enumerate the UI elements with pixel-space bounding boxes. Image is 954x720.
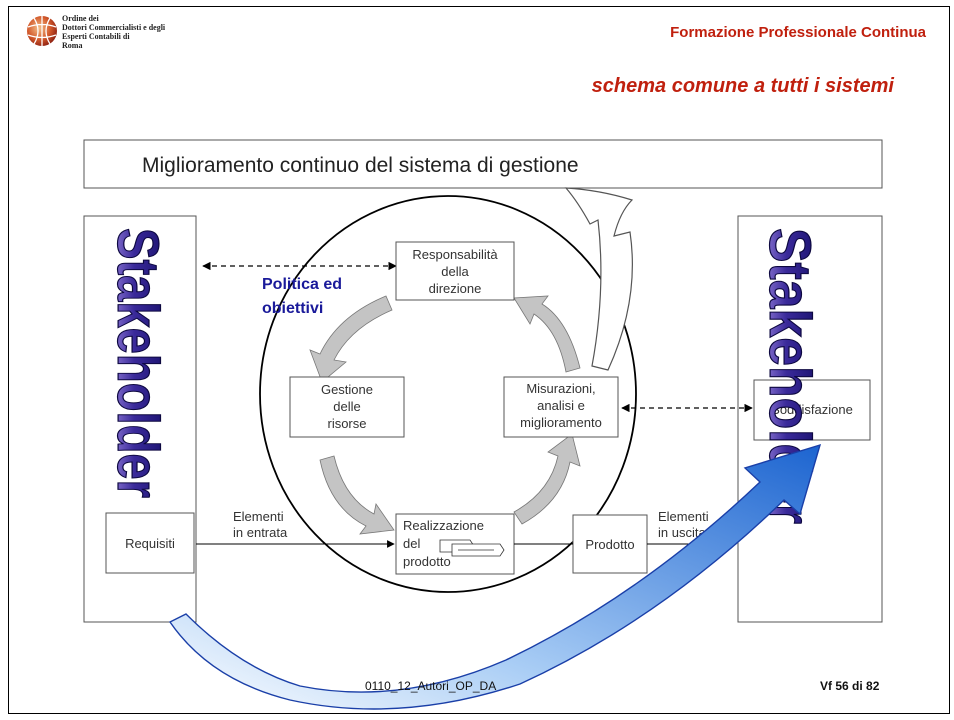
org-globe-icon <box>27 16 57 46</box>
top-banner-box <box>83 139 883 189</box>
gest-line3: risorse <box>327 416 366 431</box>
prodotto-box <box>572 514 648 574</box>
politica-line1: Politica ed <box>262 276 342 293</box>
prodotto-text: Prodotto <box>585 537 634 552</box>
cycle-arrow-bottom-left <box>319 455 395 535</box>
requisiti-box <box>105 512 195 574</box>
header-title: Formazione Professionale Continua <box>670 24 926 41</box>
out-line1: Elementi <box>658 509 709 524</box>
org-line2: Dottori Commercialisti e degli <box>62 23 166 32</box>
gestione-box <box>289 376 405 438</box>
org-logo-block: Ordine dei Dottori Commercialisti e degl… <box>26 14 165 50</box>
footer-page-number: Vf 56 di 82 <box>820 679 880 693</box>
soddisfazione-text: Soddisfazione <box>771 402 853 417</box>
mis-line1: Misurazioni, <box>526 381 595 396</box>
header-subtitle: schema comune a tutti i sistemi <box>591 75 894 97</box>
gest-line1: Gestione <box>321 382 373 397</box>
org-line3: Esperti Contabili di <box>62 32 130 41</box>
real-line3: prodotto <box>403 554 451 569</box>
gest-line2: delle <box>333 399 360 414</box>
in-line1: Elementi <box>233 509 284 524</box>
org-line1: Ordine dei <box>62 14 99 23</box>
mis-line2: analisi e <box>537 398 585 413</box>
politica-line2: obiettivi <box>262 300 323 317</box>
customer-satisfaction-arrow <box>168 443 822 710</box>
out-line2: in uscita <box>658 525 706 540</box>
mis-line3: miglioramento <box>520 415 602 430</box>
footer-filename: 0110_12_Autori_OP_DA <box>365 679 497 693</box>
real-line1: Realizzazione <box>403 518 484 533</box>
org-line4: Roma <box>62 41 83 50</box>
real-line2: del <box>403 536 420 551</box>
stakeholder-left-text: Stakeholder <box>105 228 170 498</box>
soddisfazione-box <box>753 379 871 441</box>
misurazioni-box <box>503 376 619 438</box>
resp-line2: della <box>441 264 469 279</box>
responsabilita-box <box>395 241 515 301</box>
cycle-arrow-top-right <box>513 295 581 373</box>
in-line2: in entrata <box>233 525 288 540</box>
requisiti-text: Requisiti <box>125 536 175 551</box>
resp-line1: Responsabilità <box>412 247 498 262</box>
top-banner-text: Miglioramento continuo del sistema di ge… <box>142 154 579 177</box>
improvement-arrow <box>564 187 634 371</box>
resp-line3: direzione <box>429 281 482 296</box>
process-flow-icon <box>439 539 505 557</box>
